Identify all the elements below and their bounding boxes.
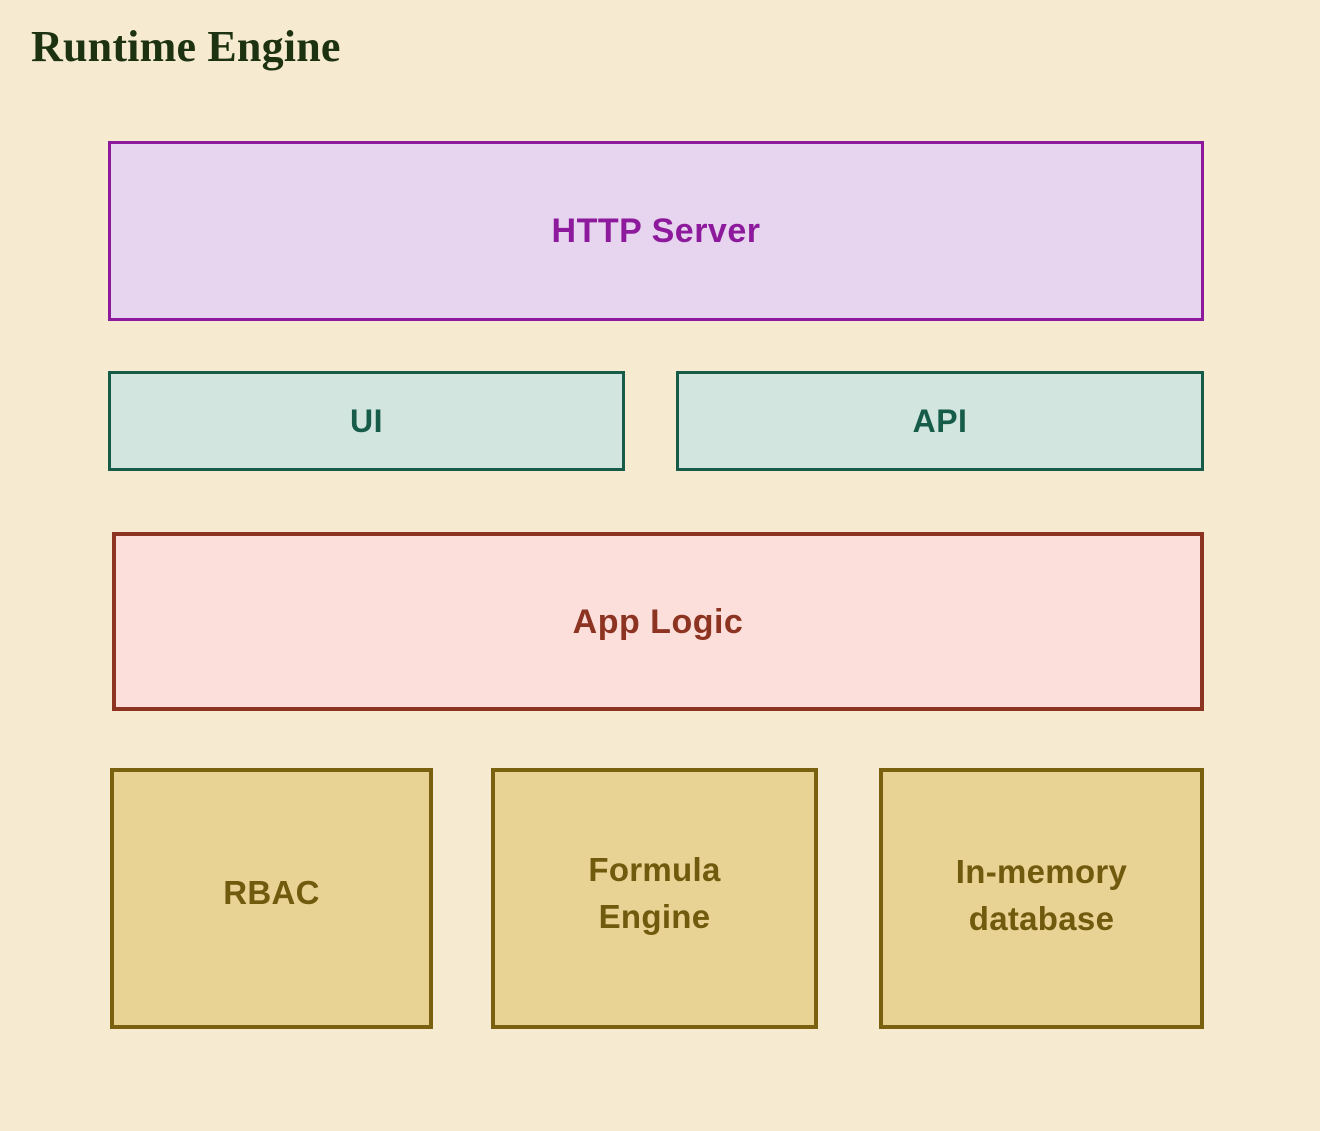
node-formula-engine[interactable]: Formula Engine [491, 768, 818, 1029]
node-http-server[interactable]: HTTP Server [108, 141, 1204, 321]
node-api-label: API [912, 403, 968, 439]
node-api[interactable]: API [676, 371, 1204, 471]
node-in-memory-database-label: In-memory database [955, 853, 1128, 937]
node-app-logic[interactable]: App Logic [112, 532, 1204, 711]
node-rbac[interactable]: RBAC [110, 768, 433, 1029]
node-in-memory-database[interactable]: In-memory database [879, 768, 1204, 1029]
node-formula-engine-label: Formula Engine [588, 851, 721, 935]
node-http-server-label: HTTP Server [551, 212, 761, 250]
page-title: Runtime Engine [31, 22, 341, 71]
node-ui-label: UI [350, 403, 383, 439]
node-ui[interactable]: UI [108, 371, 625, 471]
node-rbac-label: RBAC [223, 874, 320, 911]
node-app-logic-label: App Logic [572, 602, 744, 641]
